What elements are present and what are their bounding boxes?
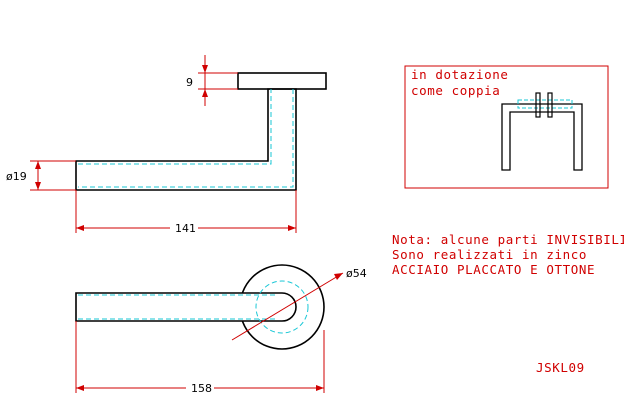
dim-label-9: 9 (186, 76, 193, 89)
handle-side-profile (75, 88, 297, 191)
top-view (75, 264, 325, 350)
note-line-1: Nota: alcune parti INVISIBILI (392, 232, 624, 247)
inset-frame (404, 65, 609, 189)
pair-inset: in dotazione come coppia (404, 65, 609, 189)
dim-rose-thickness: 9 (186, 55, 238, 106)
note-line-2: Sono realizzati in zinco (392, 247, 587, 262)
hidden-lines-side (78, 89, 294, 188)
dim-side-length: 141 (75, 190, 297, 235)
dim-label-158: 158 (191, 382, 212, 395)
note-block: Nota: alcune parti INVISIBILI Sono reali… (392, 232, 624, 277)
pair-rose-left (535, 92, 541, 118)
side-view (75, 72, 327, 191)
hidden-circle-top (255, 280, 309, 334)
hidden-lines-top (78, 294, 278, 320)
pair-handles-outline (501, 103, 583, 171)
pair-rose-right (547, 92, 553, 118)
dim-top-length: 158 (75, 321, 325, 395)
handle-top-profile (75, 292, 297, 322)
note-line-3: ACCIAIO PLACCATO E OTTONE (392, 262, 595, 277)
inset-line-2: come coppia (411, 83, 500, 98)
inset-line-1: in dotazione (411, 67, 509, 82)
dim-label-141: 141 (175, 222, 196, 235)
dim-rose-diameter: ø54 (231, 267, 367, 341)
rose-plate (237, 72, 327, 90)
dim-label-o54: ø54 (346, 267, 367, 280)
dim-label-o19: ø19 (6, 170, 27, 183)
dim-handle-diameter: ø19 (6, 160, 76, 191)
drawing-code: JSKL09 (536, 360, 585, 375)
pair-spindle (517, 99, 573, 109)
